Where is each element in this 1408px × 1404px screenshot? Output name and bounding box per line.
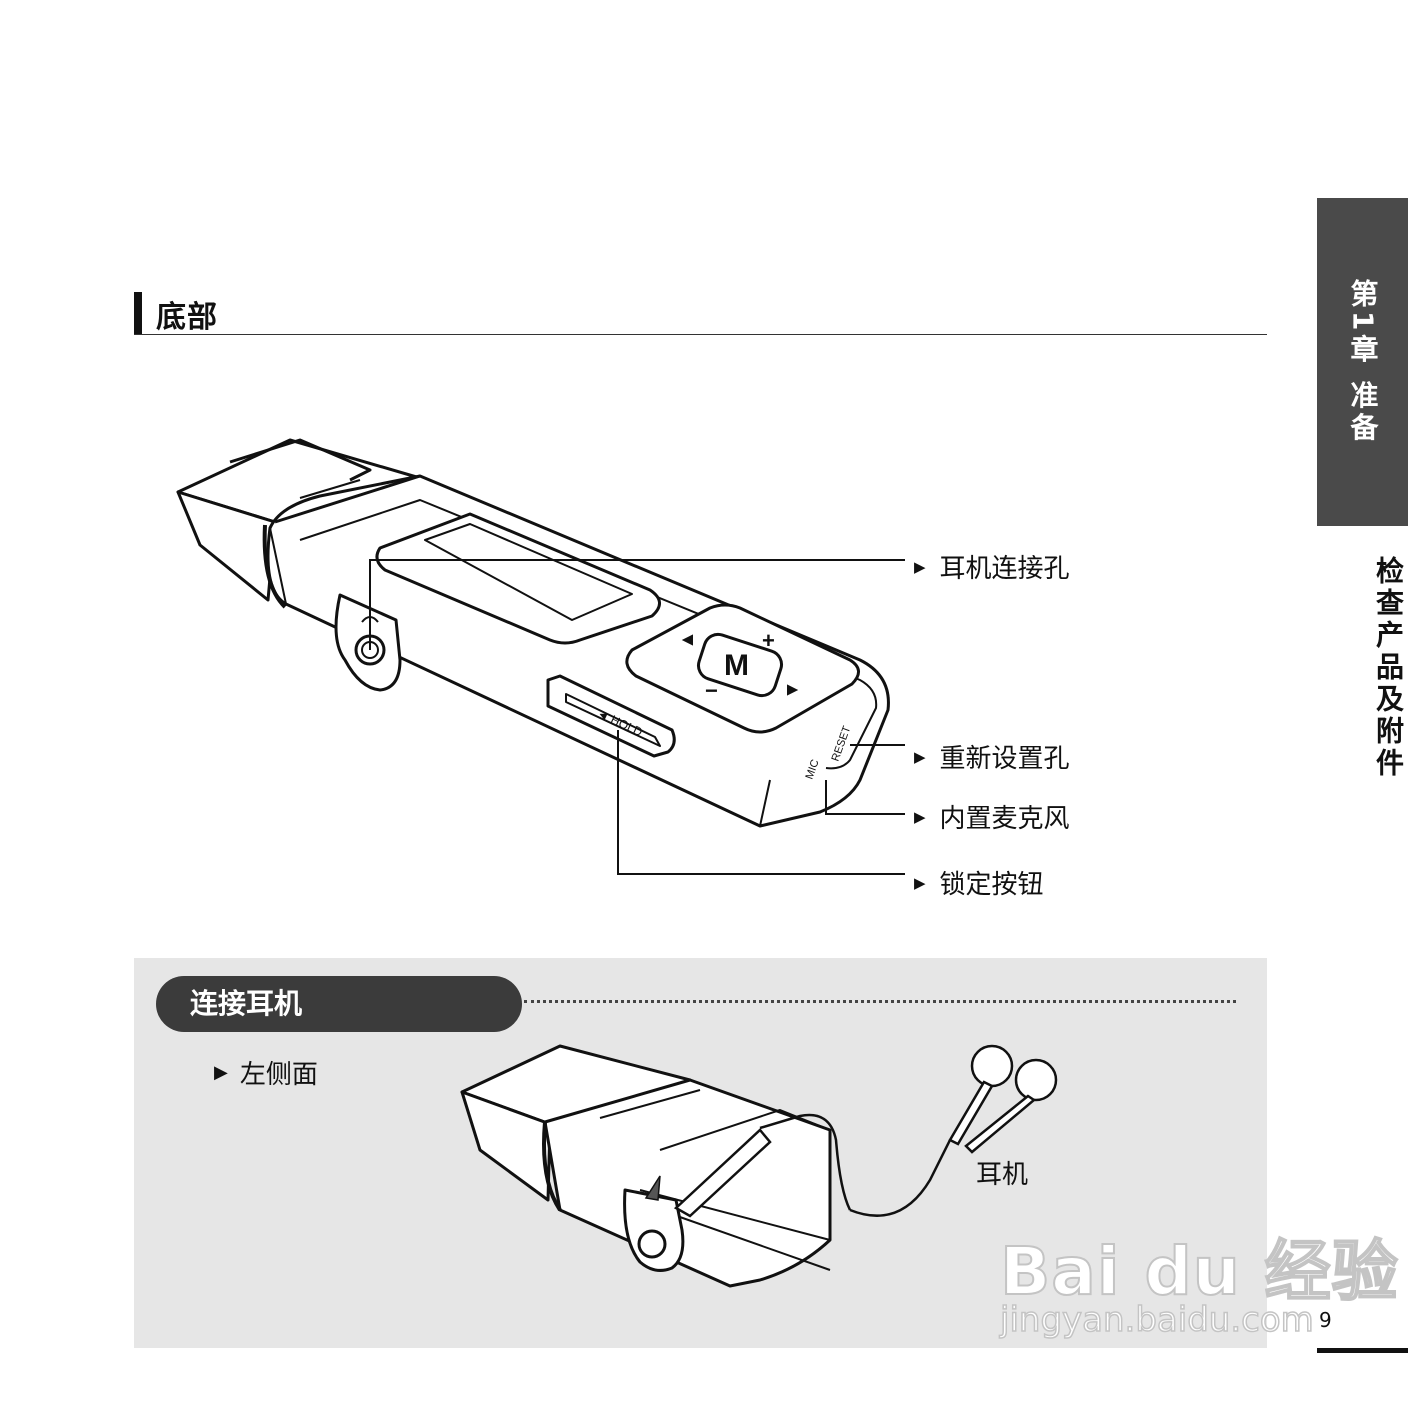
- earbud-right: [1014, 1058, 1058, 1102]
- triangle-icon: ▶: [914, 807, 926, 826]
- section-rule: [134, 334, 1267, 335]
- callout-hold-button: ▶ 锁定按钮: [914, 870, 1044, 900]
- chapter-tab-label: 第1章 准备: [1346, 279, 1380, 445]
- earbud-left: [970, 1044, 1014, 1088]
- triangle-icon: ▶: [214, 1062, 228, 1083]
- earphone-label: 耳机: [976, 1160, 1029, 1190]
- connect-earphones-title: 连接耳机: [156, 976, 522, 1032]
- section-title: 底部: [156, 300, 218, 335]
- page-number-rule: [1317, 1348, 1408, 1353]
- earphone-cable: [849, 1139, 952, 1217]
- triangle-icon: ▶: [914, 873, 926, 892]
- callout-reset-hole: ▶ 重新设置孔: [914, 744, 1070, 774]
- watermark-url: jingyan.baidu.com: [999, 1299, 1314, 1341]
- plus-key: +: [762, 628, 775, 653]
- leader-line-hold: [617, 730, 905, 875]
- earphone-plug: [673, 1128, 772, 1218]
- next-track-icon: [787, 684, 799, 696]
- leader-line-jack: [369, 559, 905, 650]
- chapter-tab: [1317, 198, 1408, 526]
- section-title-bar: [134, 292, 142, 334]
- callout-microphone: ▶ 内置麦克风: [914, 804, 1070, 834]
- prev-track-icon: [681, 634, 693, 646]
- leader-line-mic: [825, 780, 905, 815]
- triangle-icon: ▶: [914, 747, 926, 766]
- left-side-label: ▶ 左侧面: [214, 1060, 318, 1090]
- triangle-icon: ▶: [914, 557, 926, 576]
- insert-arrow-icon: [644, 1175, 661, 1201]
- minus-key: −: [705, 678, 718, 703]
- dotted-divider: [524, 1000, 1236, 1003]
- page-number: 9: [1319, 1308, 1332, 1332]
- callout-headphone-jack: ▶ 耳机连接孔: [914, 554, 1070, 584]
- watermark-logo: Bai du 经验: [999, 1232, 1399, 1311]
- menu-key: M: [724, 649, 749, 682]
- topic-tab-label: 检查产品及附件: [1372, 556, 1405, 780]
